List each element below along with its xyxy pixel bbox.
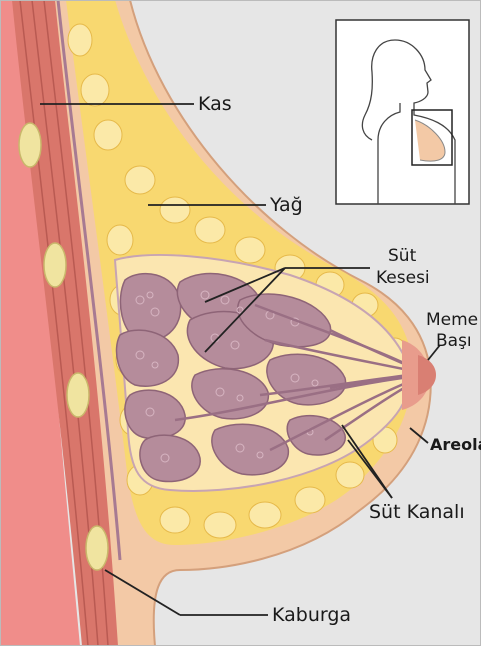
label-sut-kesesi-line2: Kesesi xyxy=(376,268,430,289)
label-kaburga: Kaburga xyxy=(272,604,351,626)
milk-lobules xyxy=(116,274,345,482)
label-yag: Yağ xyxy=(270,194,303,216)
label-sut-kanali: Süt Kanalı xyxy=(369,501,465,523)
inset-frame xyxy=(336,20,469,204)
rib xyxy=(67,373,89,417)
rib xyxy=(86,526,108,570)
label-kas: Kas xyxy=(198,93,232,115)
rib xyxy=(19,123,41,167)
label-areola: Areola xyxy=(430,434,481,456)
rib xyxy=(44,243,66,287)
label-sut-kesesi-line1: Süt xyxy=(388,246,416,267)
label-meme-basi-line2: Başı xyxy=(436,331,472,352)
label-meme-basi-line1: Meme xyxy=(426,310,478,331)
